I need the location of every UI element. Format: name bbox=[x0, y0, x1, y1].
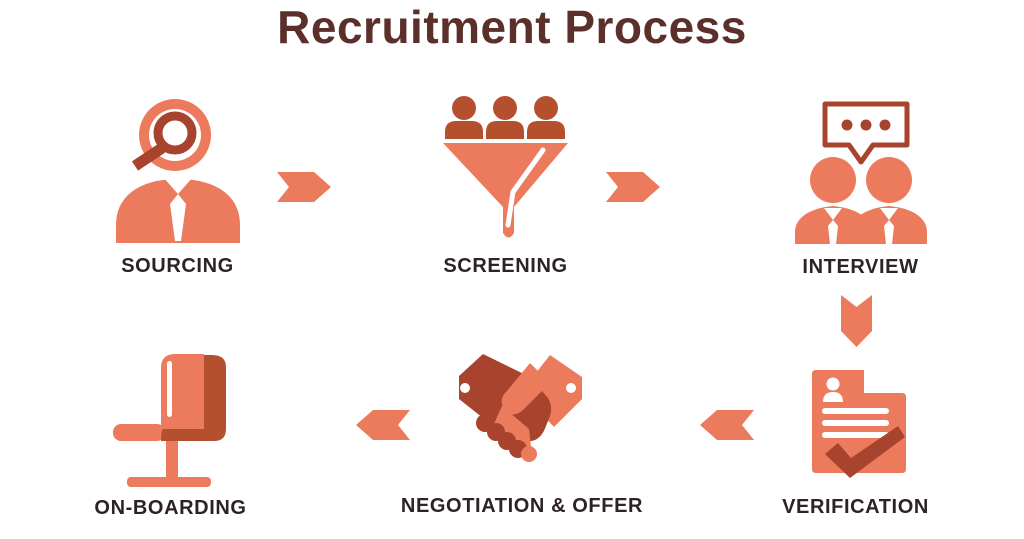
step-label-interview: INTERVIEW bbox=[802, 256, 919, 278]
flow-arrow-right-icon bbox=[606, 172, 660, 202]
person-magnifier-icon bbox=[115, 99, 240, 243]
flow-arrow-left-icon bbox=[700, 410, 754, 440]
step-negotiation-offer: NEGOTIATION & OFFER bbox=[392, 346, 652, 518]
flow-arrow-right-icon bbox=[277, 172, 331, 202]
handshake-icon bbox=[458, 354, 582, 462]
two-people-speech-bubble-icon bbox=[794, 101, 927, 244]
step-interview: INTERVIEW bbox=[778, 96, 943, 279]
step-label-screening: SCREENING bbox=[443, 255, 568, 277]
flow-arrow-left-icon bbox=[356, 410, 410, 440]
step-label-verification: VERIFICATION bbox=[782, 496, 929, 518]
step-screening: SCREENING bbox=[423, 95, 588, 278]
step-verification: VERIFICATION bbox=[773, 362, 938, 519]
page-title: Recruitment Process bbox=[277, 1, 747, 53]
document-checkmark-icon bbox=[811, 370, 906, 478]
step-label-onboarding: ON-BOARDING bbox=[94, 497, 247, 519]
flow-arrow-down-icon bbox=[841, 295, 872, 347]
funnel-candidates-icon bbox=[443, 96, 568, 238]
step-onboarding: ON-BOARDING bbox=[88, 349, 253, 520]
step-label-negotiation-offer: NEGOTIATION & OFFER bbox=[400, 495, 644, 517]
office-chair-icon bbox=[112, 354, 226, 487]
step-sourcing: SOURCING bbox=[95, 93, 260, 278]
step-label-sourcing: SOURCING bbox=[121, 255, 234, 277]
